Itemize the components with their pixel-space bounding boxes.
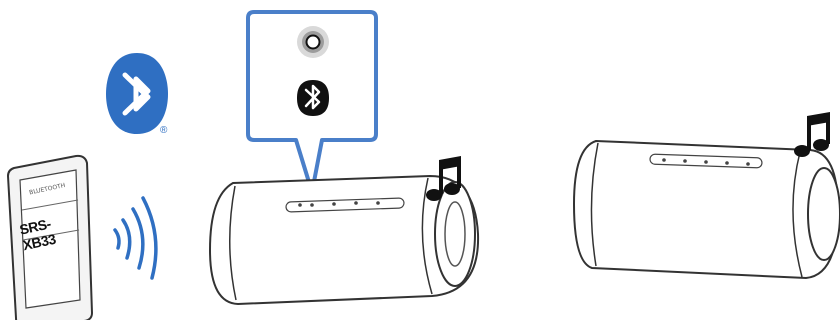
registered-mark: ®	[160, 125, 168, 136]
music-note-icon	[794, 112, 830, 157]
indicator-lamp-icon	[297, 26, 329, 58]
music-note-icon	[426, 156, 461, 201]
speaker-right	[572, 139, 840, 280]
signal-waves-icon	[113, 196, 158, 280]
bluetooth-indicator-icon	[297, 80, 329, 116]
speaker-left	[208, 174, 480, 306]
bluetooth-icon	[106, 53, 168, 134]
smartphone	[6, 154, 94, 325]
